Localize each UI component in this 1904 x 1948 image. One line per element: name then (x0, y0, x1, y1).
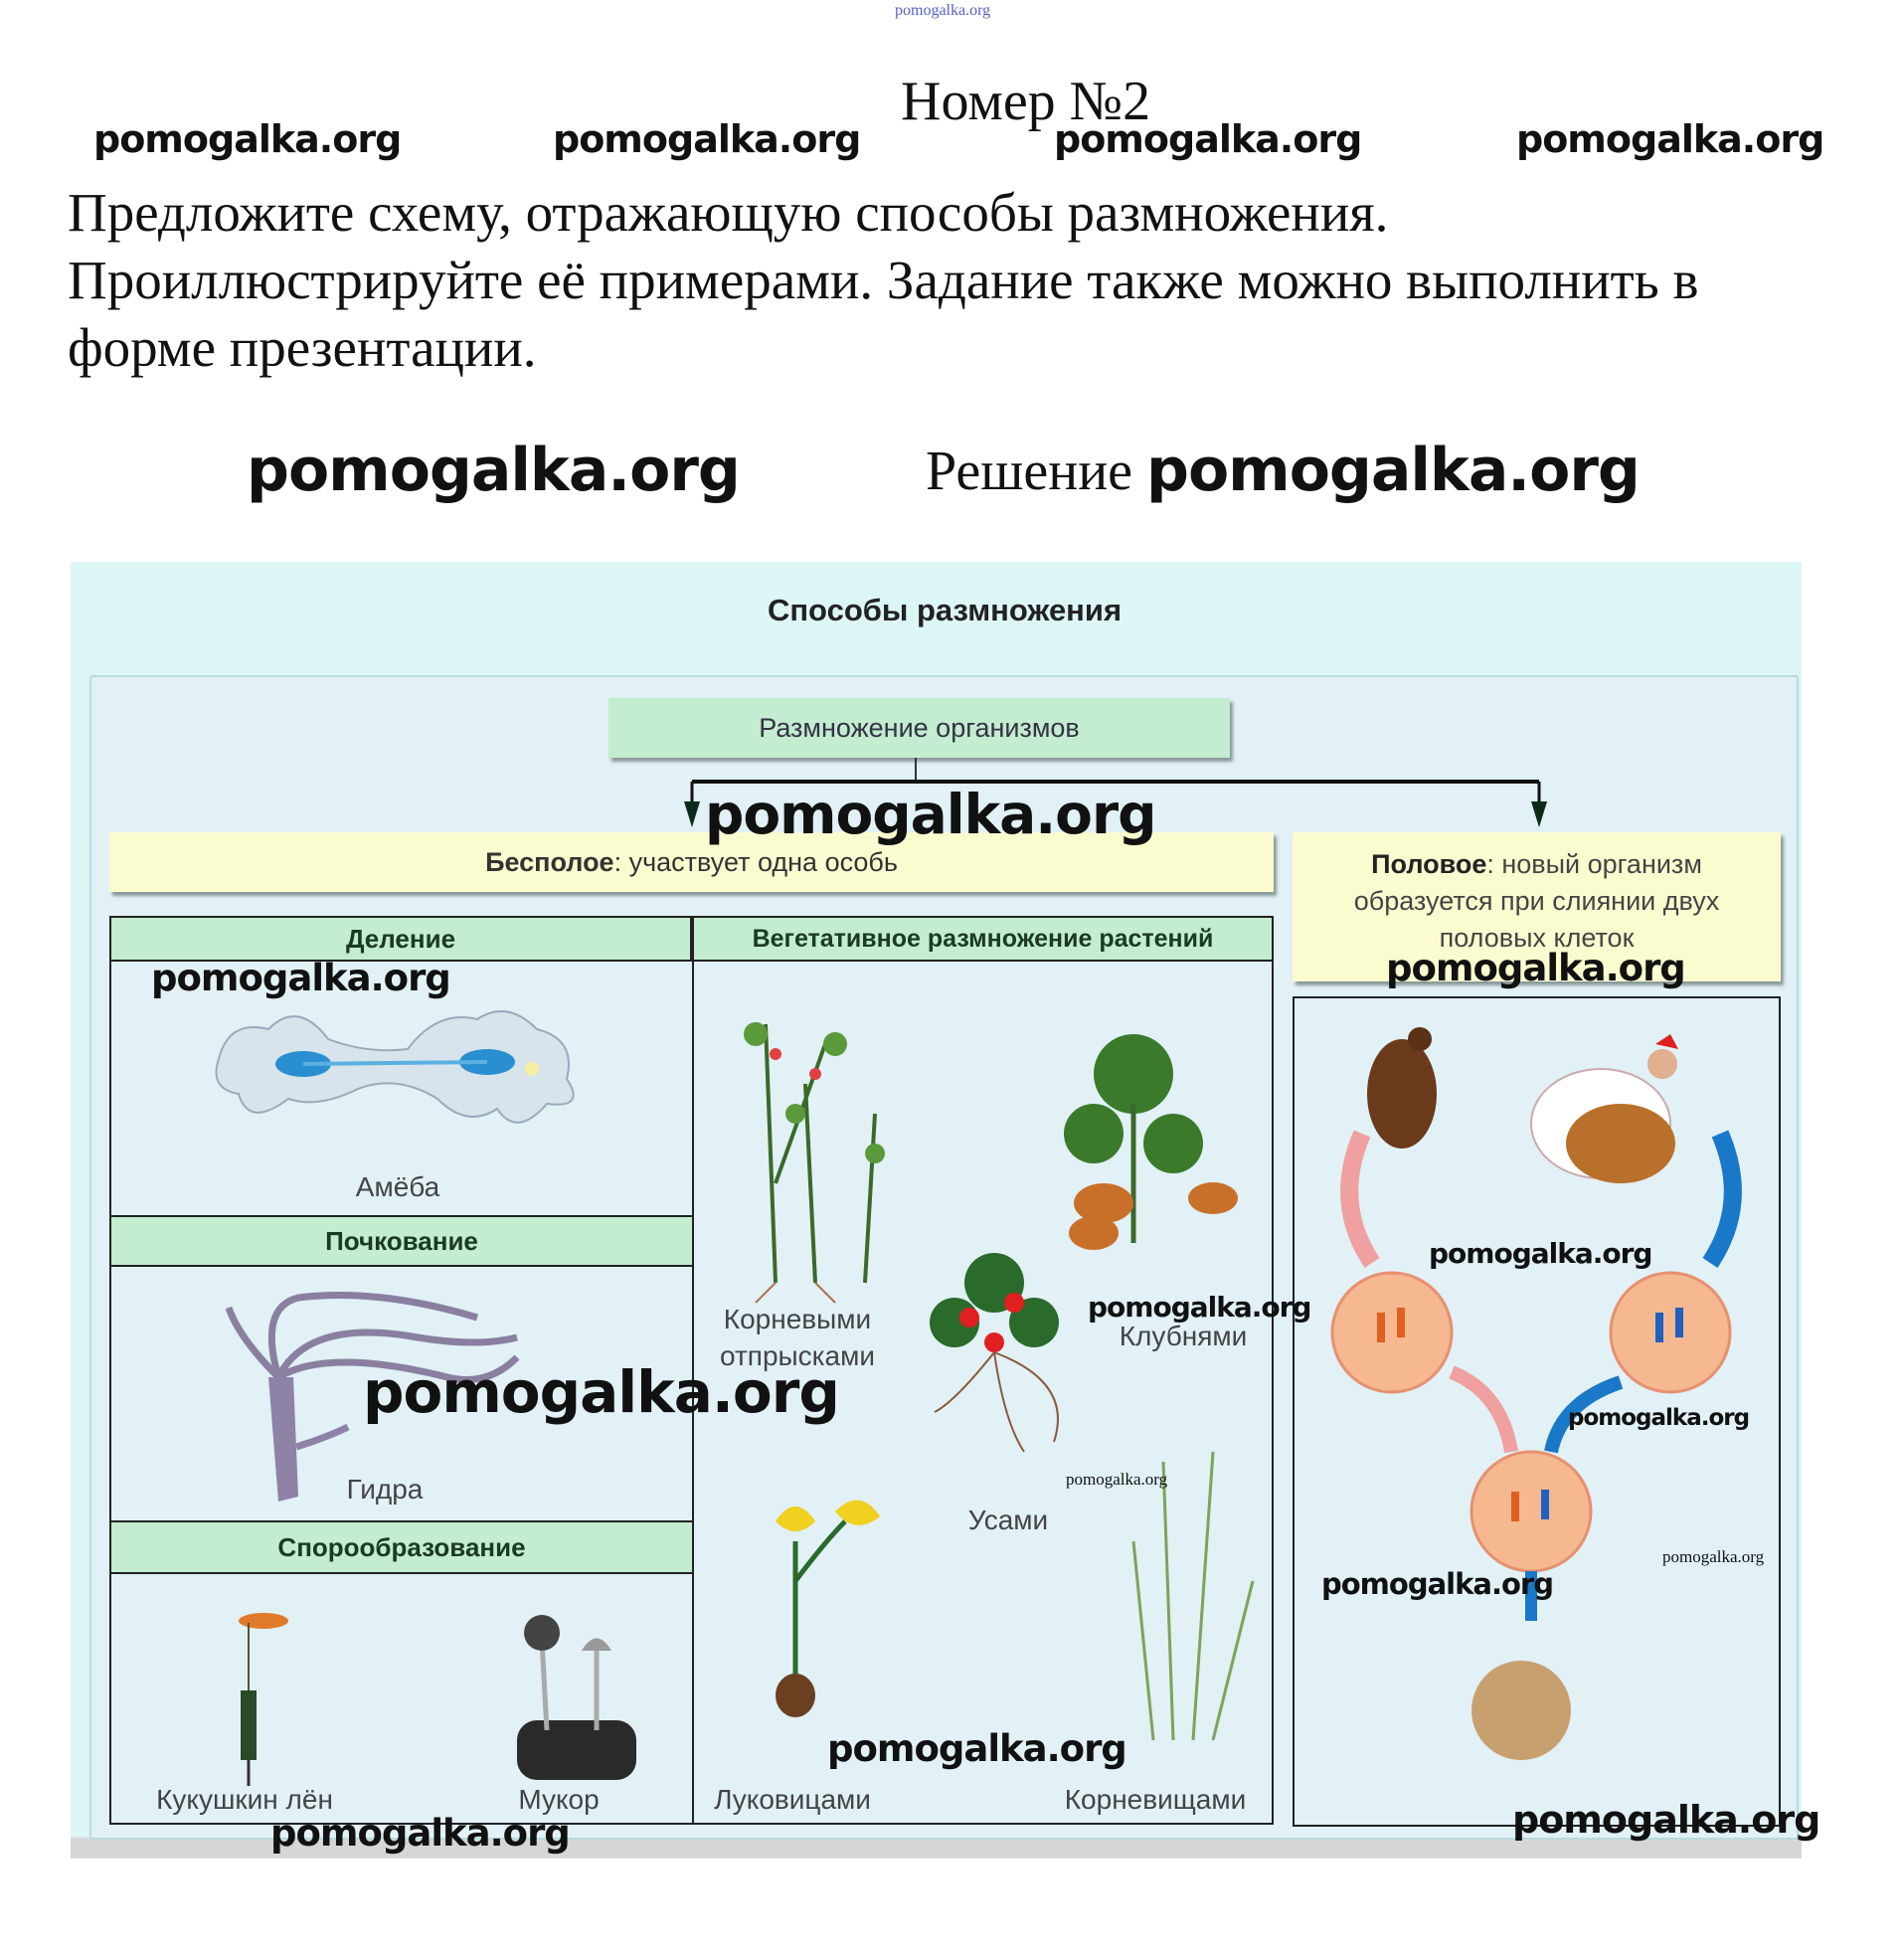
watermark: pomogalka.org (1429, 1237, 1652, 1270)
arrow-down-icon (1531, 801, 1547, 827)
root-box: Размножение организмов (608, 698, 1230, 758)
arrow-down-icon (684, 801, 700, 827)
asexual-title: Бесполое (485, 846, 614, 877)
watermark: pomogalka.org (1054, 117, 1362, 161)
watermark: pomogalka.org (1146, 436, 1641, 505)
amoeba-illustration (215, 1010, 575, 1124)
sexual-desc: : новый организм образуется при слиянии … (1353, 849, 1720, 953)
root-label: Размножение организмов (759, 712, 1080, 743)
top-watermark: pomogalka.org (895, 2, 991, 19)
root-suckers-label: Корневыми отпрысками (720, 1304, 875, 1371)
hydra-illustration (225, 1292, 520, 1502)
watermark: pomogalka.org (705, 783, 1156, 846)
watermark: pomogalka.org (1662, 1547, 1765, 1566)
task-text: Предложите схему, отражающую способы раз… (68, 179, 1857, 382)
mucor-illustration (517, 1615, 636, 1780)
moss-illustration (239, 1613, 288, 1786)
watermark: pomogalka.org (1512, 1798, 1820, 1842)
watermark: pomogalka.org (553, 117, 861, 161)
watermark: pomogalka.org (1321, 1567, 1554, 1601)
task-line: Предложите схему, отражающую способы раз… (68, 182, 1389, 243)
runners-label: Усами (967, 1505, 1049, 1535)
task-line: форме презентации. (68, 317, 537, 378)
budding-header: Почкование (111, 1215, 692, 1267)
hen-rooster-illustration (1330, 1027, 1742, 1760)
watermark: pomogalka.org (1386, 947, 1686, 989)
sexual-illustration-frame (1293, 996, 1781, 1827)
watermark: pomogalka.org (93, 117, 402, 161)
rhizomes-label: Корневищами (1064, 1784, 1247, 1815)
watermark: pomogalka.org (363, 1358, 840, 1426)
division-header: Деление (111, 918, 692, 962)
watermark: pomogalka.org (1568, 1405, 1750, 1431)
asexual-table (109, 916, 1274, 1825)
amoeba-label: Амёба (355, 1171, 440, 1202)
watermark: pomogalka.org (827, 1727, 1127, 1770)
vegetative-column (692, 916, 1274, 1825)
solution-label: Решение (926, 441, 1133, 502)
watermark: pomogalka.org (1516, 117, 1824, 161)
watermark: pomogalka.org (151, 957, 451, 999)
hydra-label: Гидра (346, 1474, 424, 1505)
watermark: pomogalka.org (1088, 1291, 1311, 1324)
asexual-box: Бесполое: участвует одна особь (109, 832, 1274, 892)
watermark: pomogalka.org (270, 1812, 571, 1855)
tubers-label: Клубнями (1119, 1321, 1248, 1351)
asexual-desc: : участвует одна особь (613, 846, 898, 877)
watermark: pomogalka.org (247, 436, 741, 505)
vegetative-header: Вегетативное размножение растений (694, 918, 1272, 962)
sporulation-header: Спорообразование (111, 1520, 692, 1574)
diagram-bottom-band (71, 1838, 1802, 1859)
task-line: Проиллюстрируйте её примерами. Задание т… (68, 250, 1699, 310)
plants-illustration (744, 1022, 1255, 1741)
diagram-title: Способы размножения (767, 593, 1123, 627)
watermark: pomogalka.org (1066, 1470, 1168, 1489)
moss-label: Кукушкин лён (156, 1784, 333, 1815)
sexual-title: Половое (1371, 849, 1487, 879)
mucor-label: Мукор (518, 1784, 600, 1815)
bulbs-label: Луковицами (714, 1784, 871, 1815)
page-title: Номер №2 (901, 71, 1151, 132)
sexual-box: Половое: новый организм образуется при с… (1293, 832, 1781, 981)
